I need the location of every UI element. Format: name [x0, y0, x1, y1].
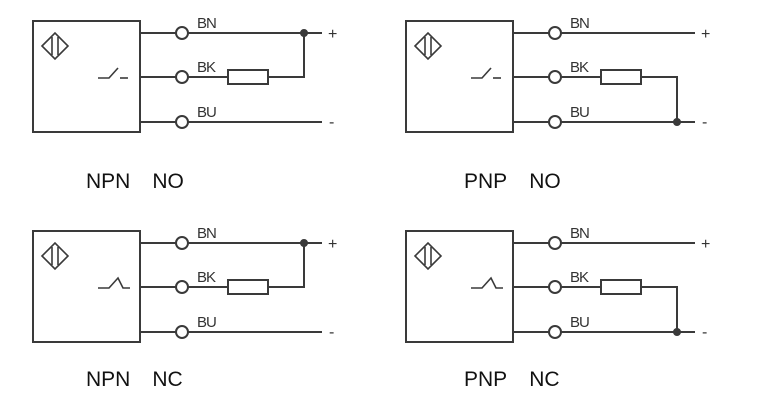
- wire-label-bk: BK: [570, 59, 589, 76]
- terminal-circle: [548, 70, 562, 84]
- caption-pnp-no: PNP NO: [464, 170, 583, 194]
- load-resistor: [600, 279, 642, 295]
- load-resistor: [600, 69, 642, 85]
- contact-type: NO: [152, 170, 184, 193]
- sensor-body: [405, 230, 514, 343]
- terminal-plus: +: [701, 236, 710, 253]
- wiring-diagram-npn-nc: BN BK BU + -: [32, 225, 337, 343]
- terminal-circle: [175, 115, 189, 129]
- terminal-circle: [548, 26, 562, 40]
- wire-label-bk: BK: [197, 59, 216, 76]
- output-type: PNP: [464, 368, 508, 391]
- terminal-minus: -: [329, 324, 334, 341]
- wire-label-bk: BK: [570, 269, 589, 286]
- terminal-minus: -: [702, 324, 707, 341]
- proximity-sensor-icon: [40, 241, 70, 271]
- contact-type: NC: [529, 368, 560, 391]
- contact-type: NO: [529, 170, 561, 193]
- junction-dot: [300, 239, 308, 247]
- sensor-body: [32, 230, 141, 343]
- caption-npn-nc: NPN NC: [86, 368, 205, 392]
- load-resistor: [227, 279, 269, 295]
- sensor-body: [405, 20, 514, 133]
- switch-nc-icon: [471, 276, 503, 289]
- terminal-circle: [175, 26, 189, 40]
- wiring-diagram-npn-no: BN BK BU + -: [32, 15, 337, 133]
- terminal-circle: [548, 280, 562, 294]
- terminal-plus: +: [328, 26, 337, 43]
- load-return-wire: [268, 33, 305, 78]
- load-return-wire: [641, 76, 678, 122]
- output-type: NPN: [86, 368, 131, 391]
- switch-no-icon: [98, 67, 119, 79]
- proximity-sensor-icon: [40, 31, 70, 61]
- terminal-minus: -: [329, 114, 334, 131]
- sensor-body: [32, 20, 141, 133]
- contact-type: NC: [152, 368, 183, 391]
- wire-label-bu: BU: [570, 104, 589, 121]
- junction-dot: [673, 328, 681, 336]
- wire-label-bk: BK: [197, 269, 216, 286]
- wire-label-bn: BN: [197, 225, 216, 242]
- terminal-circle: [548, 115, 562, 129]
- caption-npn-no: NPN NO: [86, 170, 206, 194]
- proximity-sensor-icon: [413, 31, 443, 61]
- load-resistor: [227, 69, 269, 85]
- wire-label-bu: BU: [197, 104, 216, 121]
- wiring-diagram-pnp-no: BN BK BU + -: [405, 15, 710, 133]
- terminal-circle: [548, 325, 562, 339]
- load-return-wire: [268, 243, 305, 288]
- terminal-plus: +: [328, 236, 337, 253]
- terminal-plus: +: [701, 26, 710, 43]
- terminal-minus: -: [702, 114, 707, 131]
- wiring-diagram-pnp-nc: BN BK BU + -: [405, 225, 710, 343]
- output-type: PNP: [464, 170, 508, 193]
- wire-label-bn: BN: [570, 225, 589, 242]
- terminal-circle: [175, 280, 189, 294]
- junction-dot: [300, 29, 308, 37]
- terminal-circle: [548, 236, 562, 250]
- output-type: NPN: [86, 170, 131, 193]
- wire-label-bu: BU: [197, 314, 216, 331]
- terminal-circle: [175, 236, 189, 250]
- caption-pnp-nc: PNP NC: [464, 368, 582, 392]
- switch-nc-icon: [98, 276, 130, 289]
- terminal-circle: [175, 70, 189, 84]
- switch-no-icon: [471, 67, 492, 79]
- junction-dot: [673, 118, 681, 126]
- wire-label-bu: BU: [570, 314, 589, 331]
- wire-label-bn: BN: [197, 15, 216, 32]
- terminal-circle: [175, 325, 189, 339]
- proximity-sensor-icon: [413, 241, 443, 271]
- load-return-wire: [641, 286, 678, 332]
- wire-label-bn: BN: [570, 15, 589, 32]
